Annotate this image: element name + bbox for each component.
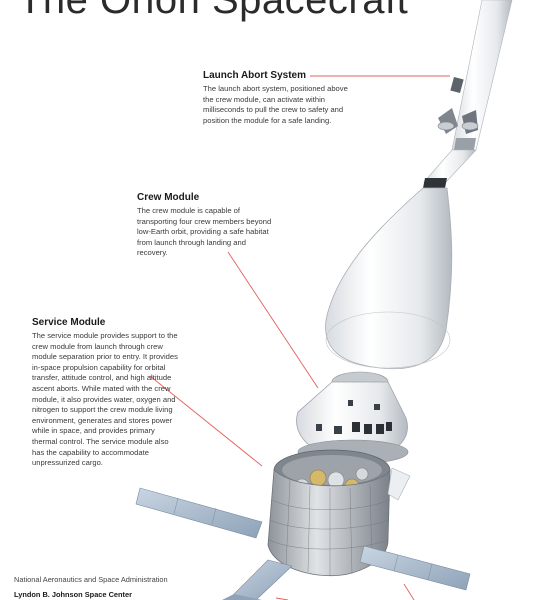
crew-module-description: The crew module is capable of transporti… [137, 206, 272, 258]
abort-motor-nozzles [437, 76, 479, 134]
launch-abort-system [325, 0, 513, 370]
service-module-heading: Service Module [32, 317, 106, 328]
crew-module-heading: Crew Module [137, 192, 200, 203]
crew-module [296, 371, 409, 465]
leader-line-bottom-right [403, 583, 415, 600]
service-module-description: The service module provides support to t… [32, 331, 178, 468]
leader-line-service-module [149, 375, 263, 467]
leader-line-crew-module [227, 251, 319, 389]
leader-lines [149, 75, 450, 600]
solar-array-lower-left [222, 559, 293, 600]
agency-name: National Aeronautics and Space Administr… [14, 575, 168, 584]
launch-abort-system-description: The launch abort system, positioned abov… [203, 84, 348, 125]
solar-array-left [135, 487, 263, 539]
center-name: Lyndon B. Johnson Space Center [14, 590, 132, 599]
solar-array-right [359, 545, 471, 591]
service-module [135, 449, 471, 600]
page-title: The Orion Spacecraft [18, 0, 409, 22]
launch-abort-system-heading: Launch Abort System [203, 70, 306, 81]
